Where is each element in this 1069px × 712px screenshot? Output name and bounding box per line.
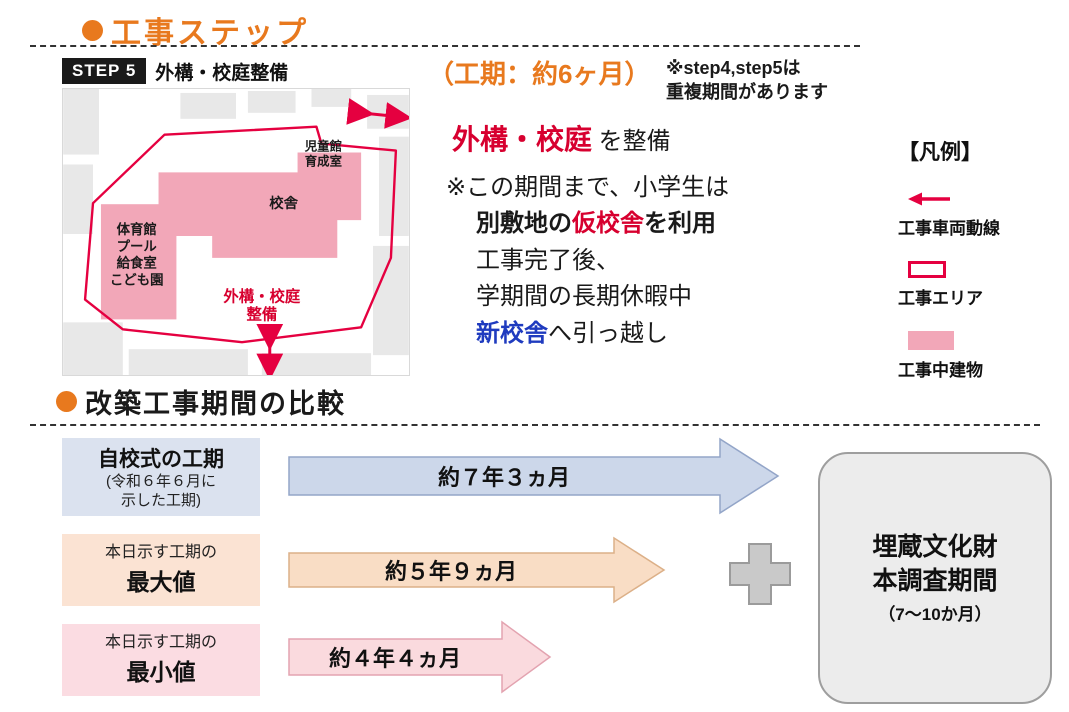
row3-duration: 約４年４ヵ月 bbox=[328, 646, 461, 671]
orange-bullet-icon bbox=[82, 19, 103, 41]
map-label-taiikukan-3: 給食室 bbox=[117, 255, 157, 271]
plus-icon bbox=[729, 543, 791, 605]
construction-period: （工期：約6ヶ月） bbox=[428, 59, 651, 89]
step5-map-panel: STEP 5 外構・校庭整備 bbox=[62, 56, 410, 376]
divider-dashed-top bbox=[30, 45, 860, 47]
row2-title: 最大値 bbox=[126, 569, 196, 595]
row1-label-box: 自校式の工期 (令和６年６月に 示した工期) bbox=[62, 438, 260, 516]
body-line-5: 新校舎へ引っ越し bbox=[446, 316, 729, 352]
note-line-2: 重複期間があります bbox=[666, 82, 828, 103]
map-label-jidokan-2: 育成室 bbox=[305, 153, 342, 168]
row1-sub2: 示した工期) bbox=[121, 492, 201, 509]
row3-arrow bbox=[288, 620, 552, 694]
survey-period-box: 埋蔵文化財 本調査期間 （7～10か月） bbox=[818, 452, 1052, 704]
map-label-taiikukan-1: 体育館 bbox=[117, 221, 157, 237]
map-label-jidokan-1: 児童館 bbox=[304, 139, 342, 154]
map-label-gaiko-2: 整備 bbox=[246, 304, 277, 323]
legend-title: 【凡例】 bbox=[898, 141, 982, 164]
note-line-1: ※step4,step5は bbox=[666, 58, 801, 78]
step-title: 外構・校庭整備 bbox=[155, 62, 289, 84]
legend-label-building: 工事中建物 bbox=[898, 361, 983, 380]
map-construction-area-outline bbox=[83, 125, 398, 344]
survey-line-1: 埋蔵文化財 bbox=[872, 532, 998, 561]
site-map: 児童館 育成室 校舎 体育館 プール 給食室 こども園 外構・校庭 整備 bbox=[62, 88, 410, 376]
orange-bullet-icon-2 bbox=[56, 391, 77, 412]
section1-title: 工事ステップ bbox=[111, 17, 309, 50]
legend-item-vehicle-route: 工事車両動線 bbox=[898, 190, 1058, 239]
body-line-2-red: 仮校舎 bbox=[572, 210, 644, 238]
map-label-kosha: 校舎 bbox=[269, 194, 298, 212]
survey-line-2: 本調査期間 bbox=[872, 566, 998, 595]
step-badge: STEP 5 bbox=[62, 58, 147, 84]
row2-arrow bbox=[288, 536, 666, 604]
row3-title: 最小値 bbox=[126, 659, 196, 685]
step-overlap-note: ※step4,step5は 重複期間があります bbox=[666, 56, 828, 105]
row1-sub1: (令和６年６月に bbox=[106, 473, 216, 491]
body-line-4: 学期間の長期休暇中 bbox=[476, 283, 692, 311]
body-line-2-pre: 別敷地の bbox=[476, 210, 572, 238]
divider-dashed-middle bbox=[30, 424, 1040, 426]
section2-title: 改築工事期間の比較 bbox=[85, 389, 346, 419]
body-line-2: 別敷地の仮校舎を利用 bbox=[446, 206, 729, 242]
row1-title: 自校式の工期 bbox=[98, 448, 224, 472]
headline-rest: を整備 bbox=[592, 128, 671, 155]
map-label-taiikukan-4: こども園 bbox=[110, 273, 164, 288]
description-block: ※この期間まで、小学生は 別敷地の仮校舎を利用 工事完了後、 学期間の長期休暇中… bbox=[446, 170, 729, 352]
pink-fill-rect-icon bbox=[908, 331, 954, 350]
row3-sub: 本日示す工期の bbox=[104, 634, 217, 651]
legend-item-building: 工事中建物 bbox=[898, 331, 1058, 381]
map-label-gaiko-1: 外構・校庭 bbox=[223, 287, 300, 306]
body-line-3: 工事完了後、 bbox=[476, 246, 620, 274]
legend-item-construction-area: 工事エリア bbox=[898, 261, 1058, 309]
legend-label-vehicle-route: 工事車両動線 bbox=[898, 219, 1000, 238]
section2-header: 改築工事期間の比較 bbox=[56, 382, 346, 421]
red-outline-rect-icon bbox=[908, 261, 946, 278]
body-line-1: ※この期間まで、小学生は bbox=[446, 174, 730, 201]
row2-sub: 本日示す工期の bbox=[104, 544, 217, 561]
row1-duration: 約７年３ヵ月 bbox=[437, 465, 570, 490]
map-buildings-pink bbox=[100, 152, 362, 320]
legend-label-construction-area: 工事エリア bbox=[898, 289, 983, 308]
step-header: STEP 5 外構・校庭整備 bbox=[62, 56, 410, 86]
row2-label-box: 本日示す工期の 最大値 bbox=[62, 534, 260, 606]
body-line-5-post: へ引っ越し bbox=[548, 319, 668, 347]
row1-arrow bbox=[288, 437, 780, 515]
map-label-taiikukan-2: プール bbox=[117, 239, 158, 254]
headline: 外構・校庭 を整備 bbox=[452, 118, 671, 158]
red-arrow-icon bbox=[908, 192, 950, 206]
body-line-2-post: を利用 bbox=[644, 210, 716, 238]
row3-label-box: 本日示す工期の 最小値 bbox=[62, 624, 260, 696]
legend: 【凡例】 工事車両動線 工事エリア 工事中建物 bbox=[898, 136, 1058, 403]
headline-red: 外構・校庭 bbox=[452, 124, 593, 155]
map-vehicle-arrow-top-icon bbox=[346, 98, 409, 129]
survey-line-3: （7～10か月） bbox=[878, 605, 992, 625]
section1-header: 工事ステップ bbox=[82, 8, 309, 52]
row2-duration: 約５年９ヵ月 bbox=[384, 559, 517, 584]
body-line-5-blue: 新校舎 bbox=[476, 319, 548, 347]
